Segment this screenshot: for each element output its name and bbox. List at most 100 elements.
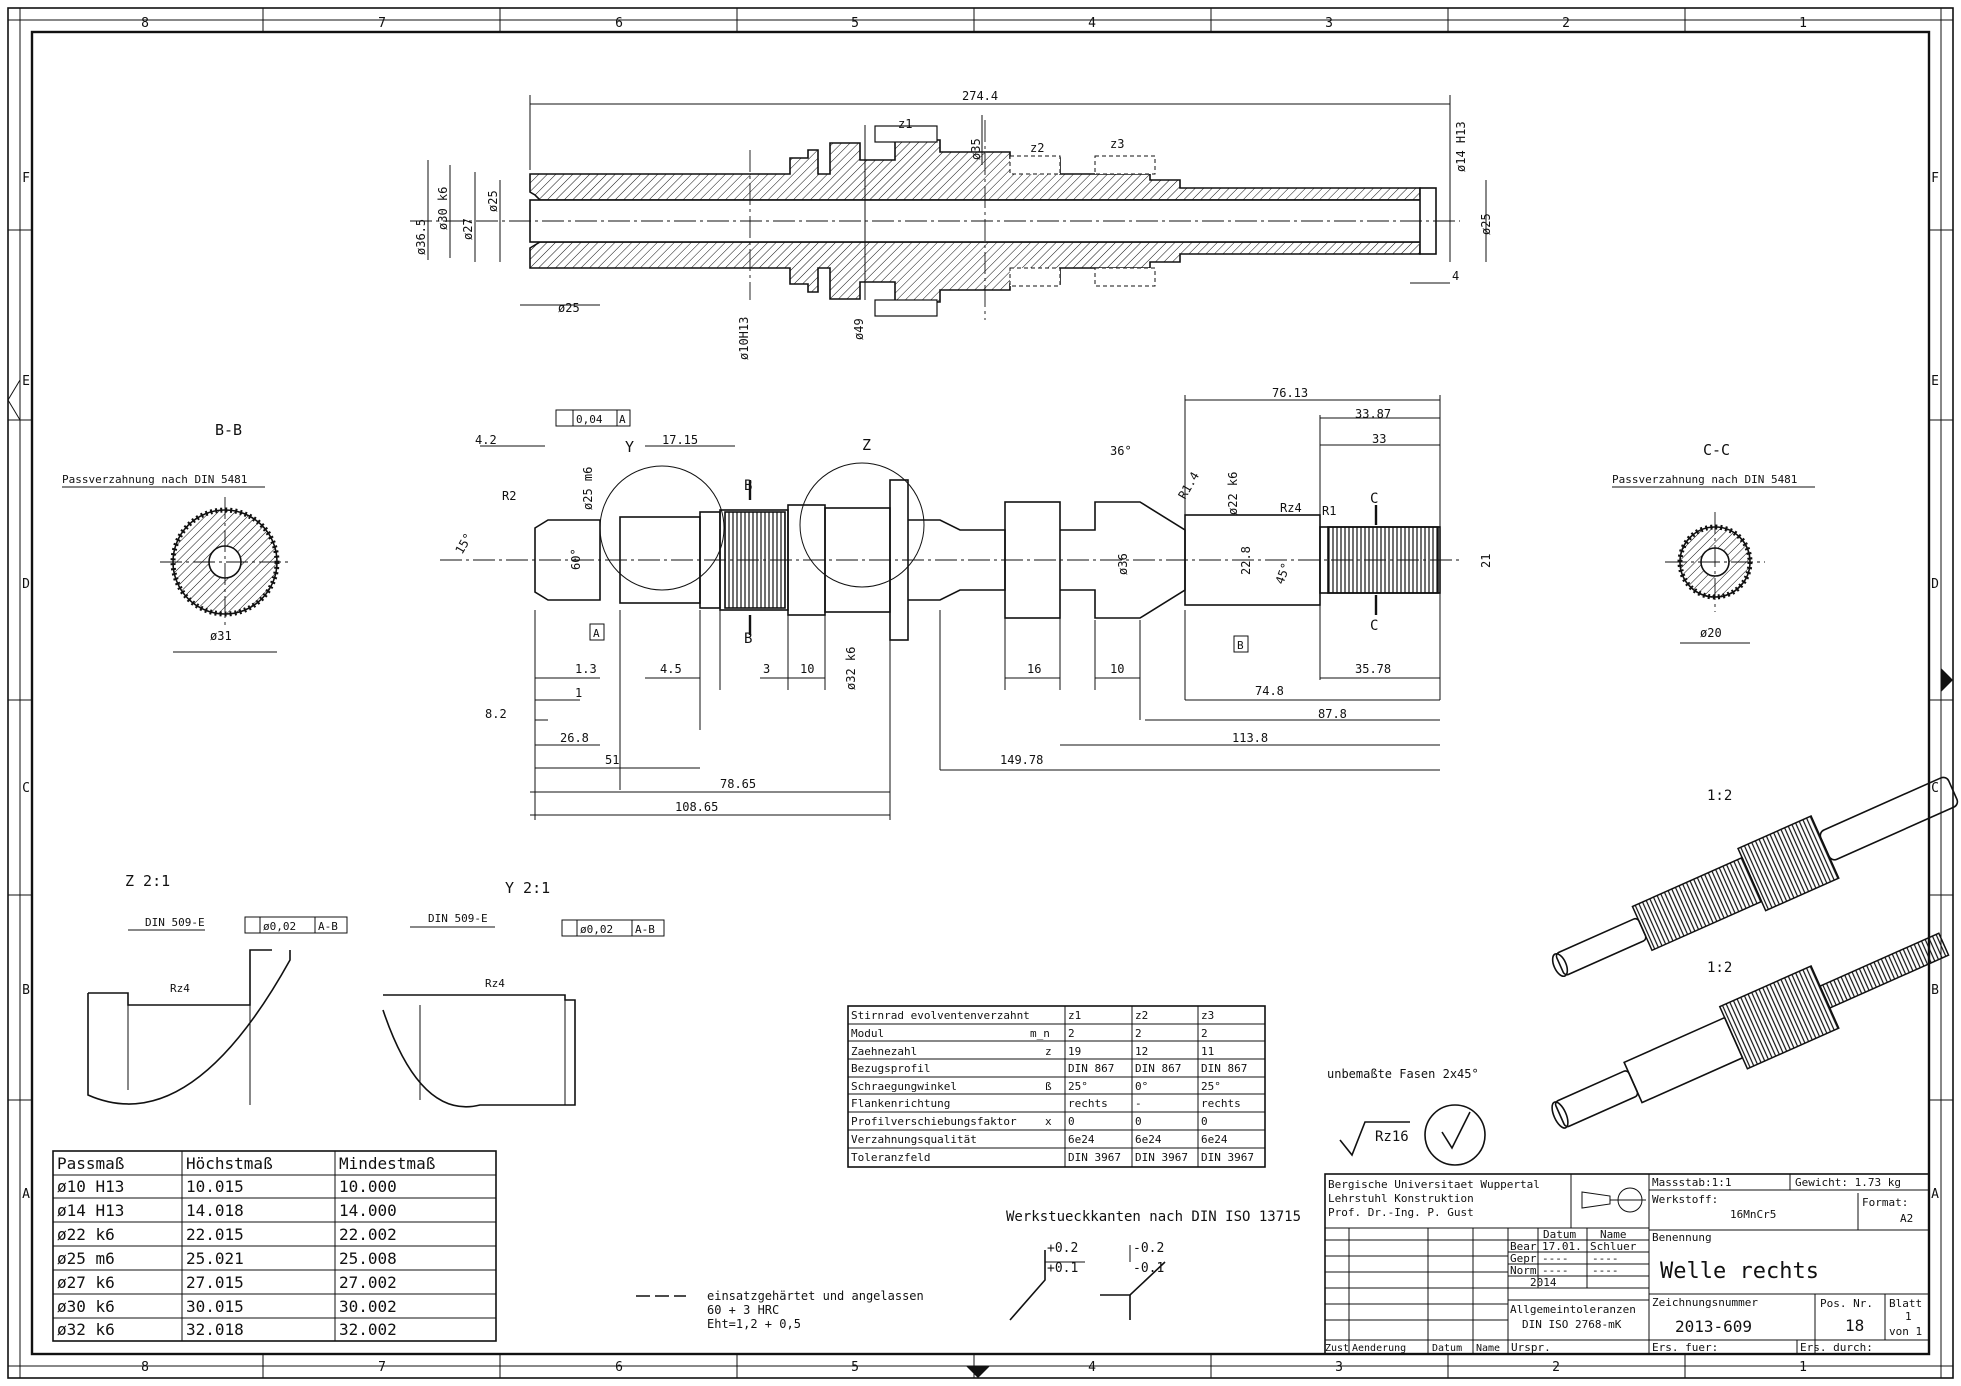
- dim-label: 16: [1027, 662, 1041, 676]
- col-label: 7: [378, 16, 386, 31]
- fit-cell: 32.002: [339, 1320, 397, 1339]
- col-label: 1: [1799, 16, 1807, 31]
- fit-cell: 14.000: [339, 1201, 397, 1220]
- longitudinal-section-view: 274.4 z1 z2 z3 4 ø25 ø35 ø14 H13 ø36.5 ø…: [410, 89, 1493, 360]
- pos-label: Pos. Nr.: [1820, 1297, 1873, 1310]
- weight-label: Gewicht: 1.73 kg: [1795, 1176, 1901, 1189]
- gear-cell: Profilverschiebungsfaktor: [851, 1115, 1017, 1128]
- fit-cell: ø10 H13: [57, 1177, 124, 1196]
- row-label: F: [1931, 171, 1939, 186]
- dim-label: 149.78: [1000, 753, 1043, 767]
- urspr-label: Urspr.: [1511, 1341, 1551, 1354]
- fit-cell: 10.000: [339, 1177, 397, 1196]
- dim-label: ø32 k6: [844, 647, 858, 690]
- dim-label: ø31: [210, 629, 232, 643]
- fit-cell: ø25 m6: [57, 1249, 115, 1268]
- fit-cell: 27.015: [186, 1273, 244, 1292]
- detail-y: Y 2:1 DIN 509-E ø0,02 A-B Rz4: [382, 879, 665, 1108]
- dim-label: 33.87: [1355, 407, 1391, 421]
- gear-cell: x: [1045, 1115, 1052, 1128]
- gepr-label: Gepr: [1510, 1252, 1537, 1265]
- gear-cell: m_n: [1030, 1027, 1050, 1040]
- gear-cell: 12: [1135, 1045, 1148, 1058]
- gear-data-table: Stirnrad evolventenverzahnt z1 z2 z3 Mod…: [847, 1005, 1266, 1168]
- row-label: A: [22, 1187, 30, 1202]
- dim-label: ø20: [1700, 626, 1722, 640]
- row-label: B: [1931, 983, 1939, 998]
- detail-tolerance: ø0,02: [580, 923, 613, 936]
- material-value: 16MnCr5: [1730, 1208, 1776, 1221]
- drawing-frame: 8 7 6 5 4 3 2 1 8 7 6 5 4 3 2 1 F E D C …: [7, 7, 1954, 1379]
- dim-label: 78.65: [720, 777, 756, 791]
- format-value: A2: [1900, 1212, 1913, 1225]
- col-label: 2: [1562, 16, 1570, 31]
- dim-label: Rz4: [1280, 501, 1302, 515]
- dim-label: 36°: [1110, 444, 1132, 458]
- dim-label: 4.5: [660, 662, 682, 676]
- dim-label: z3: [1110, 137, 1124, 151]
- col-label: 6: [615, 16, 623, 31]
- gear-cell: Flankenrichtung: [851, 1097, 950, 1110]
- gear-cell: z: [1045, 1045, 1052, 1058]
- col-label: 5: [851, 16, 859, 31]
- gear-cell: DIN 3967: [1135, 1151, 1188, 1164]
- row-label: B: [22, 983, 30, 998]
- detail-title: Z 2:1: [125, 872, 170, 890]
- detail-z: Z 2:1 DIN 509-E ø0,02 A-B Rz4: [87, 872, 348, 1105]
- gear-cell: 0°: [1135, 1080, 1148, 1093]
- fit-header: Mindestmaß: [339, 1154, 435, 1173]
- zeichnung-value: 2013-609: [1675, 1317, 1752, 1336]
- blatt-value: 1: [1905, 1310, 1912, 1323]
- gear-cell: Verzahnungsqualität: [851, 1133, 977, 1146]
- fit-cell: 25.021: [186, 1249, 244, 1268]
- fit-cell: 25.008: [339, 1249, 397, 1268]
- section-cc: C-C Passverzahnung nach DIN 5481 ø20: [1612, 441, 1815, 644]
- geo-tolerance-datum: A: [619, 413, 626, 426]
- dim-label: 1.3: [575, 662, 597, 676]
- gear-cell: 0: [1201, 1115, 1208, 1128]
- section-bb: B-B Passverzahnung nach DIN 5481 ø31: [62, 421, 290, 653]
- col-label: 4: [1088, 1360, 1096, 1375]
- dim-label: ø36: [1116, 553, 1130, 575]
- aenderung-label: Aenderung: [1352, 1343, 1406, 1354]
- ers-fuer-label: Ers. fuer:: [1652, 1341, 1718, 1354]
- row-label: E: [22, 374, 30, 389]
- dim-label: ø10H13: [737, 317, 751, 360]
- dim-label: 3: [763, 662, 770, 676]
- gepr-name: ----: [1592, 1252, 1619, 1265]
- bear-date: 17.01.: [1542, 1240, 1582, 1253]
- edge-tolerance: +0.2: [1047, 1241, 1078, 1256]
- institution-line: Bergische Universitaet Wuppertal: [1328, 1178, 1540, 1191]
- datum2-label: Datum: [1432, 1343, 1462, 1354]
- gear-cell: DIN 3967: [1201, 1151, 1254, 1164]
- col-label: 2: [1552, 1360, 1560, 1375]
- gear-table-header: z2: [1135, 1009, 1148, 1022]
- dim-label: z1: [898, 117, 912, 131]
- detail-title: Y 2:1: [505, 879, 550, 897]
- fit-cell: 14.018: [186, 1201, 244, 1220]
- gear-cell: ß: [1045, 1080, 1052, 1093]
- dim-label: 74.8: [1255, 684, 1284, 698]
- roughness-label: Rz4: [170, 982, 190, 995]
- datum-label: Datum: [1543, 1228, 1576, 1241]
- dim-label: ø25: [1479, 213, 1493, 235]
- hardening-note: Eht=1,2 + 0,5: [707, 1317, 801, 1331]
- dim-label: 1: [575, 686, 582, 700]
- chamfer-note: unbemaßte Fasen 2x45°: [1327, 1067, 1479, 1081]
- section-marker-label: C: [1370, 618, 1378, 634]
- gear-cell: DIN 867: [1068, 1062, 1114, 1075]
- edge-note: Werkstueckkanten nach DIN ISO 13715: [1006, 1209, 1301, 1225]
- col-label: 1: [1799, 1360, 1807, 1375]
- dim-label: Z: [862, 436, 871, 454]
- col-label: 8: [141, 16, 149, 31]
- roughness-label: Rz4: [485, 977, 505, 990]
- gear-cell: 2: [1068, 1027, 1075, 1040]
- year-label: 2014: [1530, 1276, 1557, 1289]
- gear-cell: 6e24: [1201, 1133, 1228, 1146]
- fit-cell: 27.002: [339, 1273, 397, 1292]
- row-label: F: [22, 171, 30, 186]
- dim-label: 10: [1110, 662, 1124, 676]
- dim-label: 10: [800, 662, 814, 676]
- col-label: 4: [1088, 16, 1096, 31]
- row-label: A: [1931, 1187, 1939, 1202]
